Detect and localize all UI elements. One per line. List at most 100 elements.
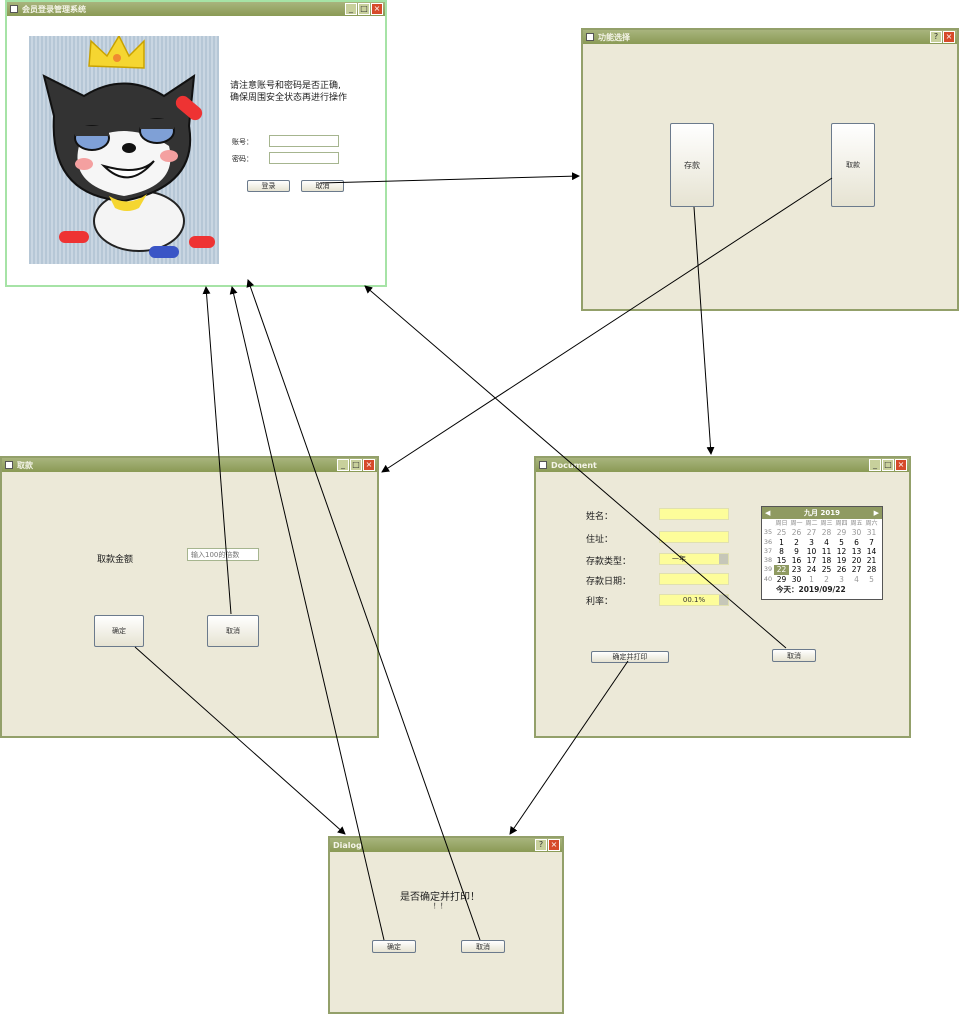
calendar-day[interactable]: 17 [806,556,817,566]
calendar-day[interactable]: 27 [806,528,817,538]
calendar-day[interactable]: 29 [836,528,847,538]
dialog-window-controls: ? × [535,839,560,851]
minimize-icon[interactable]: _ [869,459,881,471]
rate-spinbox[interactable]: 00.1% [659,594,729,606]
calendar-weekday-header: 周日 [775,520,788,527]
calendar-day[interactable]: 21 [866,556,877,566]
calendar-day[interactable]: 5 [839,537,844,547]
calendar-day[interactable]: 4 [824,537,829,547]
calendar-day[interactable]: 2 [794,537,799,547]
account-field[interactable] [269,135,339,147]
help-icon[interactable]: ? [930,31,942,43]
deposit-type-value: 一年 [672,555,686,563]
calendar-day[interactable]: 26 [836,565,847,575]
arrow-deposit-to-document [693,206,715,455]
dialog-ok-button[interactable]: 确定 [372,940,416,953]
calendar-day[interactable]: 6 [854,537,859,547]
calendar-day[interactable]: 9 [794,546,799,556]
minimize-icon[interactable]: _ [337,459,349,471]
calendar-day[interactable]: 10 [806,546,817,556]
menu-window-controls: ? × [930,31,955,43]
calendar-day[interactable]: 20 [851,556,862,566]
dialog-title: Dialog [333,840,362,850]
calendar-day[interactable]: 18 [821,556,832,566]
rate-label: 利率： [586,597,614,607]
login-button[interactable]: 登录 [247,180,290,192]
close-icon[interactable]: × [363,459,375,471]
withdraw-window: 取款 _ □ × 取款金额 确定 取消 [0,456,379,738]
calendar-today[interactable]: 今天：2019/09/22 [776,585,846,595]
deposit-type-select[interactable]: 一年 [659,553,729,565]
window-icon [586,33,594,41]
rate-value: 00.1% [682,596,706,604]
withdraw-cancel-button[interactable]: 取消 [207,615,259,647]
calendar-day[interactable]: 12 [836,546,847,556]
calendar-day[interactable]: 30 [791,574,802,584]
calendar-month-label[interactable]: 九月 2019 [804,509,840,517]
menu-window: 功能选择 ? × 存款 取款 [581,28,959,311]
calendar-day[interactable]: 13 [851,546,862,556]
calendar-day[interactable]: 22 [774,565,789,575]
confirm-print-button[interactable]: 确定并打印 [591,651,669,663]
document-window: Document _ □ × 姓名： 住址： 存款类型： 一年 存款日期： 利率… [534,456,911,738]
calendar-day[interactable]: 27 [851,565,862,575]
calendar-day[interactable]: 16 [791,556,802,566]
arrow-print-to-dialog [509,660,629,835]
calendar-day[interactable]: 7 [869,537,874,547]
calendar-day[interactable]: 26 [791,528,802,538]
calendar-day[interactable]: 28 [866,565,877,575]
maximize-icon[interactable]: □ [350,459,362,471]
name-label: 姓名： [586,512,614,522]
calendar-day[interactable]: 23 [791,565,802,575]
password-field[interactable] [269,152,339,164]
calendar-day[interactable]: 1 [809,574,814,584]
deposit-button[interactable]: 存款 [670,123,714,207]
calendar-day[interactable]: 19 [836,556,847,566]
dialog-message-2: ！！ [433,902,447,910]
calendar-day[interactable]: 24 [806,565,817,575]
calendar-day[interactable]: 3 [809,537,814,547]
calendar-day[interactable]: 15 [776,556,787,566]
close-icon[interactable]: × [943,31,955,43]
chevron-down-icon[interactable] [719,554,728,564]
close-icon[interactable]: × [371,3,383,15]
minimize-icon[interactable]: _ [345,3,357,15]
calendar-day[interactable]: 11 [821,546,832,556]
dialog-cancel-button[interactable]: 取消 [461,940,505,953]
maximize-icon[interactable]: □ [882,459,894,471]
close-icon[interactable]: × [548,839,560,851]
maximize-icon[interactable]: □ [358,3,370,15]
calendar-day[interactable]: 25 [776,528,787,538]
name-field[interactable] [659,508,729,520]
withdraw-window-controls: _ □ × [337,459,375,471]
address-label: 住址： [586,535,614,545]
calendar-day[interactable]: 3 [839,574,844,584]
amount-input[interactable] [187,548,259,561]
calendar-day[interactable]: 14 [866,546,877,556]
prev-month-icon[interactable]: ◀ [765,509,771,517]
calendar-day[interactable]: 8 [779,546,784,556]
calendar-day[interactable]: 29 [776,574,787,584]
next-month-icon[interactable]: ▶ [873,509,879,517]
spinner-icon[interactable] [719,595,728,605]
withdraw-button[interactable]: 取款 [831,123,875,207]
calendar-day[interactable]: 25 [821,565,832,575]
help-icon[interactable]: ? [535,839,547,851]
login-notice-2: 确保周围安全状态再进行操作 [230,93,348,103]
calendar-day[interactable]: 31 [866,528,877,538]
calendar-day[interactable]: 4 [854,574,859,584]
close-icon[interactable]: × [895,459,907,471]
calendar-day[interactable]: 30 [851,528,862,538]
calendar-day[interactable]: 1 [779,537,784,547]
document-cancel-button[interactable]: 取消 [772,649,816,662]
address-field[interactable] [659,531,729,543]
calendar-week-number: 37 [763,546,773,555]
calendar-day[interactable]: 5 [869,574,874,584]
deposit-date-field[interactable] [659,573,729,585]
arrow-login-to-menu [319,172,580,184]
withdraw-ok-button[interactable]: 确定 [94,615,144,647]
calendar-day[interactable]: 28 [821,528,832,538]
calendar-day[interactable]: 2 [824,574,829,584]
